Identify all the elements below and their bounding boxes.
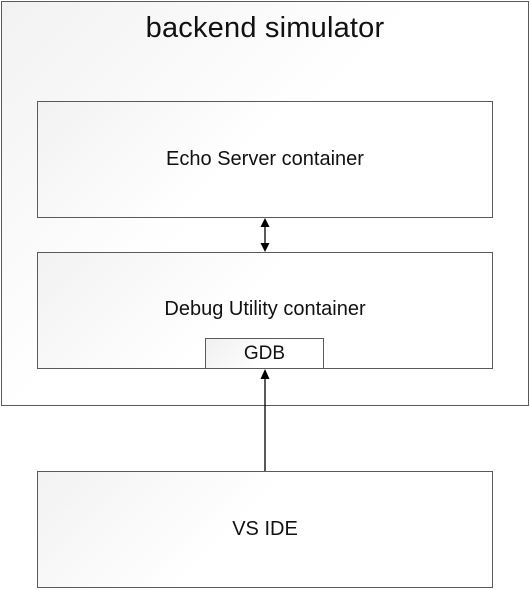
echo-server-container-box: Echo Server container: [37, 101, 493, 218]
echo-server-container-label: Echo Server container: [166, 148, 364, 170]
gdb-box: GDB: [205, 338, 324, 369]
backend-simulator-title: backend simulator: [145, 12, 385, 44]
vs-ide-label: VS IDE: [232, 518, 298, 540]
debug-utility-container-label: Debug Utility container: [164, 298, 366, 320]
vs-ide-box: VS IDE: [37, 471, 493, 588]
